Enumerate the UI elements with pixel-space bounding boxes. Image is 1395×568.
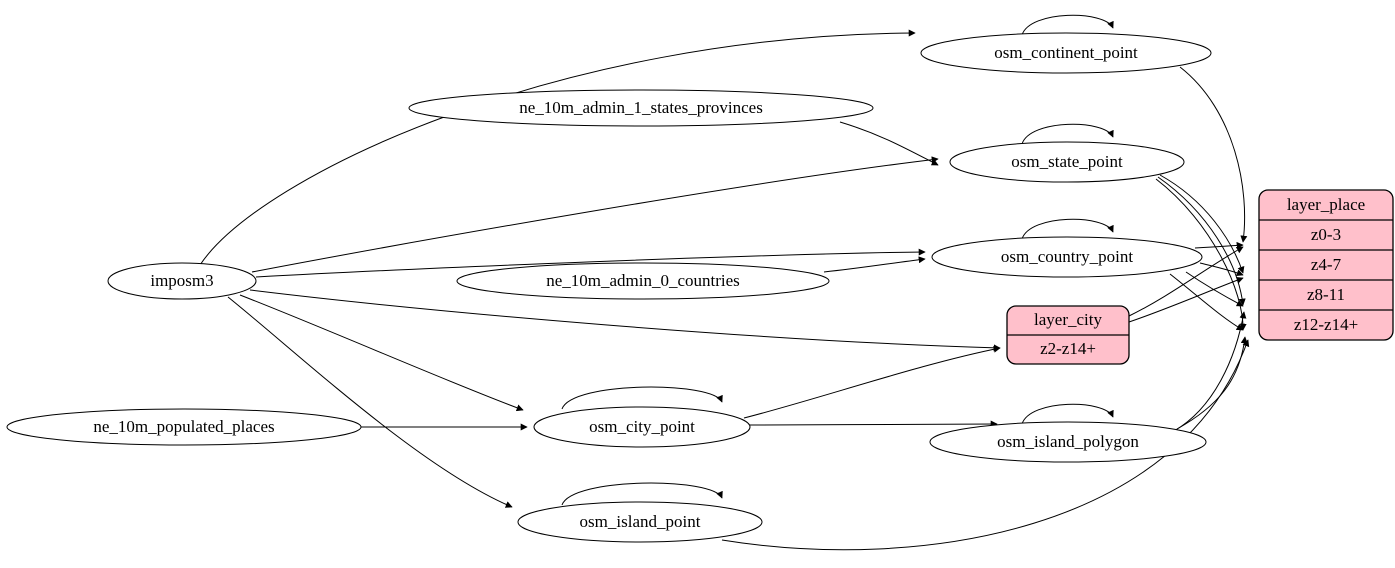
record-node-layer: layer_city z2-z14+ layer_place z0-3 z4-7… — [1006, 189, 1394, 365]
node-layer_place[interactable]: layer_place z0-3 z4-7 z8-11 z12-z14+ — [1258, 189, 1394, 341]
layer_place-row-z4-7: z4-7 — [1311, 255, 1342, 274]
layer_place-header-label: layer_place — [1287, 195, 1365, 214]
node-label-osm_island_polygon: osm_island_polygon — [997, 432, 1139, 451]
edge-osm_city_point-to-layer_city — [743, 345, 1001, 419]
node-label-osm_city_point: osm_city_point — [589, 417, 695, 436]
node-ne_10m_admin_0_countries[interactable]: ne_10m_admin_0_countries — [456, 262, 830, 300]
edge-osm_continent_point-to-layer_place-z0-3 — [1179, 66, 1248, 243]
self-loop-osm_island_polygon — [1021, 403, 1114, 425]
self-loop-layer — [561, 14, 1114, 506]
layer_city-header-label: layer_city — [1034, 310, 1102, 329]
layer_place-row-z12-z14: z12-z14+ — [1294, 315, 1358, 334]
edge-osm_island_point-to-layer_place-z12-z14 — [721, 339, 1250, 551]
node-label-ne_10m_admin_1_states_provinces: ne_10m_admin_1_states_provinces — [519, 98, 763, 117]
layer_city-row-z2-z14: z2-z14+ — [1040, 339, 1096, 358]
node-osm_island_point[interactable]: osm_island_point — [517, 501, 763, 543]
edge-imposm3-to-osm_island_point — [227, 296, 513, 508]
layer_place-row-z0-3: z0-3 — [1311, 225, 1341, 244]
edge-imposm3-to-osm_city_point — [239, 294, 524, 412]
node-label-osm_state_point: osm_state_point — [1011, 152, 1123, 171]
self-loop-osm_continent_point — [1021, 14, 1114, 36]
node-label-ne_10m_admin_0_countries: ne_10m_admin_0_countries — [546, 271, 740, 290]
edge-osm_island_polygon-to-layer_place-z12-z14 — [1176, 336, 1248, 430]
node-osm_island_polygon[interactable]: osm_island_polygon — [929, 421, 1207, 463]
node-osm_country_point[interactable]: osm_country_point — [931, 236, 1203, 278]
edge-osm_city_point-to-osm_island_polygon — [745, 420, 998, 428]
edge-osm_state_point-to-layer_place-z4-7 — [1159, 174, 1245, 274]
node-osm_continent_point[interactable]: osm_continent_point — [920, 32, 1212, 74]
edge-layer_city-to-layer_place-z0-3 — [1128, 246, 1244, 317]
edge-ne_countries-to-osm_country_point — [823, 256, 926, 273]
edge-osm_country_point-to-layer_place-z4-7 — [1199, 262, 1244, 277]
node-osm_city_point[interactable]: osm_city_point — [533, 406, 751, 448]
edge-osm_island_polygon-to-layer_place-z8-11 — [1173, 311, 1247, 432]
self-loop-osm_state_point — [1021, 123, 1114, 145]
node-label-ne_10m_populated_places: ne_10m_populated_places — [93, 417, 274, 436]
layer_place-row-z8-11: z8-11 — [1307, 285, 1345, 304]
node-ne_10m_admin_1_states_provinces[interactable]: ne_10m_admin_1_states_provinces — [408, 89, 874, 127]
node-label-imposm3: imposm3 — [150, 271, 213, 290]
edge-osm_state_point-to-layer_place-z8-11 — [1157, 176, 1246, 306]
node-label-osm_continent_point: osm_continent_point — [994, 43, 1138, 62]
edge-layer_city-to-layer_place-z4-7 — [1128, 276, 1244, 323]
edge-osm_country_point-to-layer_place-z0-3 — [1194, 241, 1244, 249]
edge-osm_country_point-to-layer_place-z8-11 — [1185, 271, 1244, 307]
edge-imposm3-to-layer_city — [249, 289, 1001, 352]
node-layer_city[interactable]: layer_city z2-z14+ — [1006, 305, 1130, 365]
edge-ne_states-to-osm_state_point — [839, 121, 939, 166]
node-ne_10m_populated_places[interactable]: ne_10m_populated_places — [6, 408, 362, 446]
edge-layer — [199, 29, 1250, 551]
edge-imposm3-to-osm_state_point — [251, 156, 939, 273]
edge-osm_country_point-to-layer_place-z12-z14 — [1169, 273, 1244, 331]
edge-imposm3-to-osm_continent_point — [199, 29, 916, 266]
node-imposm3[interactable]: imposm3 — [107, 262, 257, 300]
self-loop-osm_city_point — [561, 386, 723, 410]
node-label-osm_country_point: osm_country_point — [1001, 247, 1133, 266]
node-layer: imposm3 ne_10m_admin_1_states_provinces … — [6, 32, 1212, 543]
self-loop-osm_island_point — [561, 482, 723, 506]
edge-imposm3-to-osm_country_point — [255, 248, 926, 278]
node-osm_state_point[interactable]: osm_state_point — [949, 141, 1185, 183]
self-loop-osm_country_point — [1021, 218, 1114, 240]
node-label-osm_island_point: osm_island_point — [580, 512, 701, 531]
